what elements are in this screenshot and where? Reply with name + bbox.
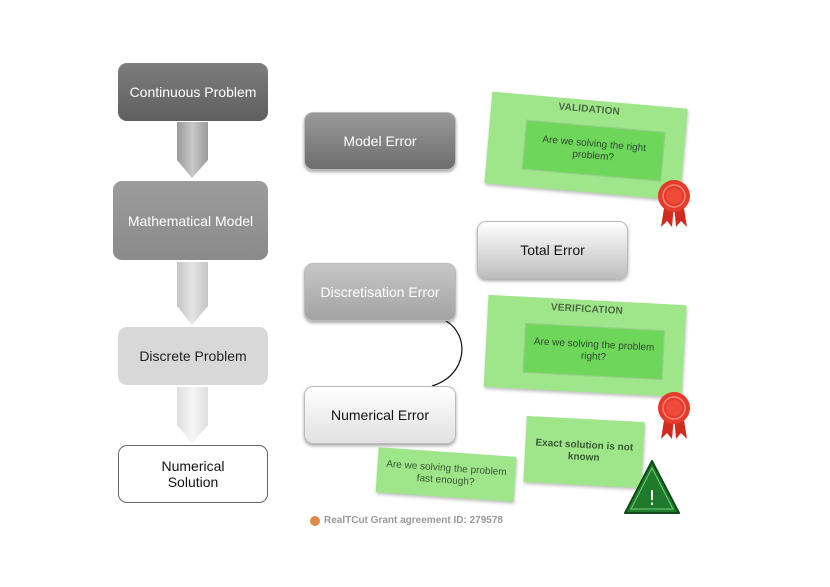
- flow-arrow-1: [177, 122, 208, 178]
- numerical-error-box: Numerical Error: [304, 386, 456, 444]
- footer-text: RealTCut Grant agreement ID: 279578: [324, 515, 503, 526]
- model-error-box: Model Error: [304, 112, 456, 170]
- discretisation-error-label: Discretisation Error: [320, 284, 440, 300]
- total-error-label: Total Error: [520, 242, 585, 258]
- continuous-problem-label: Continuous Problem: [129, 84, 257, 100]
- award-ribbon-icon: [658, 392, 690, 439]
- numerical-solution-box: Numerical Solution: [118, 445, 268, 503]
- continuous-problem-box: Continuous Problem: [118, 63, 268, 121]
- model-error-label: Model Error: [343, 133, 417, 149]
- mathematical-model-box: Mathematical Model: [113, 181, 268, 260]
- mathematical-model-label: Mathematical Model: [127, 212, 254, 229]
- discrete-problem-label: Discrete Problem: [139, 348, 247, 364]
- discretisation-error-box: Discretisation Error: [304, 263, 456, 321]
- erc-logo-icon: [310, 515, 320, 526]
- discrete-problem-box: Discrete Problem: [118, 327, 268, 385]
- total-error-box: Total Error: [477, 221, 628, 279]
- flow-arrow-3: [177, 387, 208, 443]
- footer: RealTCut Grant agreement ID: 279578: [310, 515, 503, 526]
- award-ribbon-icon: [658, 180, 690, 227]
- flow-arrow-2: [177, 262, 208, 325]
- error-link-curve: [431, 320, 463, 387]
- warning-symbol: !: [648, 486, 656, 510]
- numerical-error-label: Numerical Error: [330, 407, 429, 423]
- warning-triangle-icon: !: [624, 460, 680, 514]
- numerical-solution-label: Numerical Solution: [161, 458, 225, 490]
